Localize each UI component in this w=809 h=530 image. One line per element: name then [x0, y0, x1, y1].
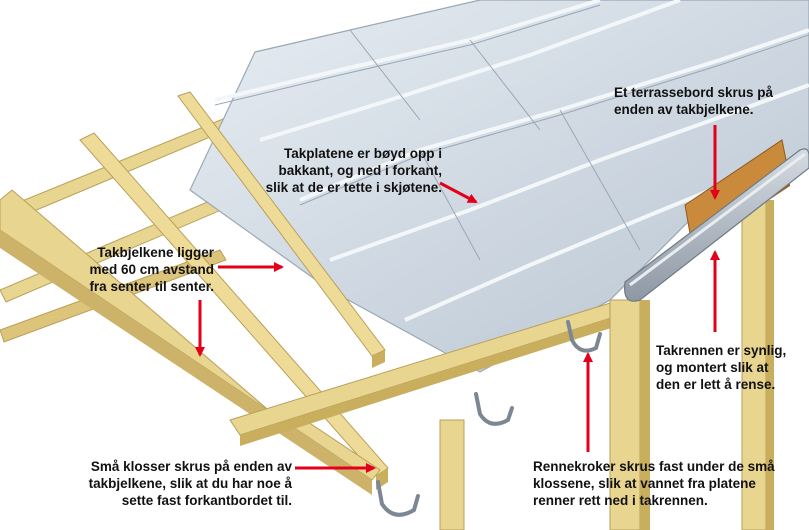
red-arrow-icon: [439, 181, 478, 204]
annotation-line: takbjelkene, slik at du har noe å: [88, 476, 292, 491]
gutter-hook-icon: [566, 320, 602, 353]
annotation-line: og montert slik at: [656, 360, 769, 375]
annotation-line: bakkant, og ned i forkant,: [278, 163, 442, 178]
annotation-line: renner rett ned i takrennen.: [533, 493, 708, 508]
annotation-line: Takrennen er synlig,: [656, 343, 787, 358]
gutter: [623, 148, 809, 302]
annotation-takplatene: Takplatene er bøyd opp i bakkant, og ned…: [232, 145, 442, 196]
annotation-terrassebord: Et terrassebord skrus på enden av takbje…: [614, 84, 773, 118]
annotation-line: Et terrassebord skrus på: [614, 85, 774, 100]
annotation-line: den er lett å rense.: [656, 377, 776, 392]
annotation-takrennen: Takrennen er synlig, og montert slik at …: [656, 342, 786, 393]
gutter-hook-icon: [376, 480, 420, 517]
annotation-line: klossene, slik at vannet fra platene: [533, 476, 756, 491]
annotation-rennekroker: Rennekroker skrus fast under de små klos…: [533, 458, 775, 509]
gutter-hook-icon: [474, 392, 514, 426]
annotation-line: med 60 cm avstand: [89, 262, 214, 277]
annotation-line: Rennekroker skrus fast under de små: [533, 459, 775, 474]
annotation-takbjelkene: Takbjelkene ligger med 60 cm avstand fra…: [66, 244, 214, 295]
annotation-line: slik at de er tette i skjøtene.: [265, 180, 442, 195]
annotation-line: sette fast forkantbordet til.: [121, 493, 292, 508]
gutter-hooks: [376, 320, 602, 517]
annotation-line: Små klosser skrus på enden av: [90, 459, 292, 474]
annotation-line: enden av takbjelkene.: [614, 102, 754, 117]
annotation-line: Takbjelkene ligger: [97, 245, 214, 260]
annotation-klosser: Små klosser skrus på enden av takbjelken…: [66, 458, 292, 509]
annotation-line: Takplatene er bøyd opp i: [283, 146, 442, 161]
annotation-arrows: [195, 125, 720, 473]
front-beam-and-posts: [229, 199, 774, 530]
annotation-line: fra senter til senter.: [89, 279, 214, 294]
